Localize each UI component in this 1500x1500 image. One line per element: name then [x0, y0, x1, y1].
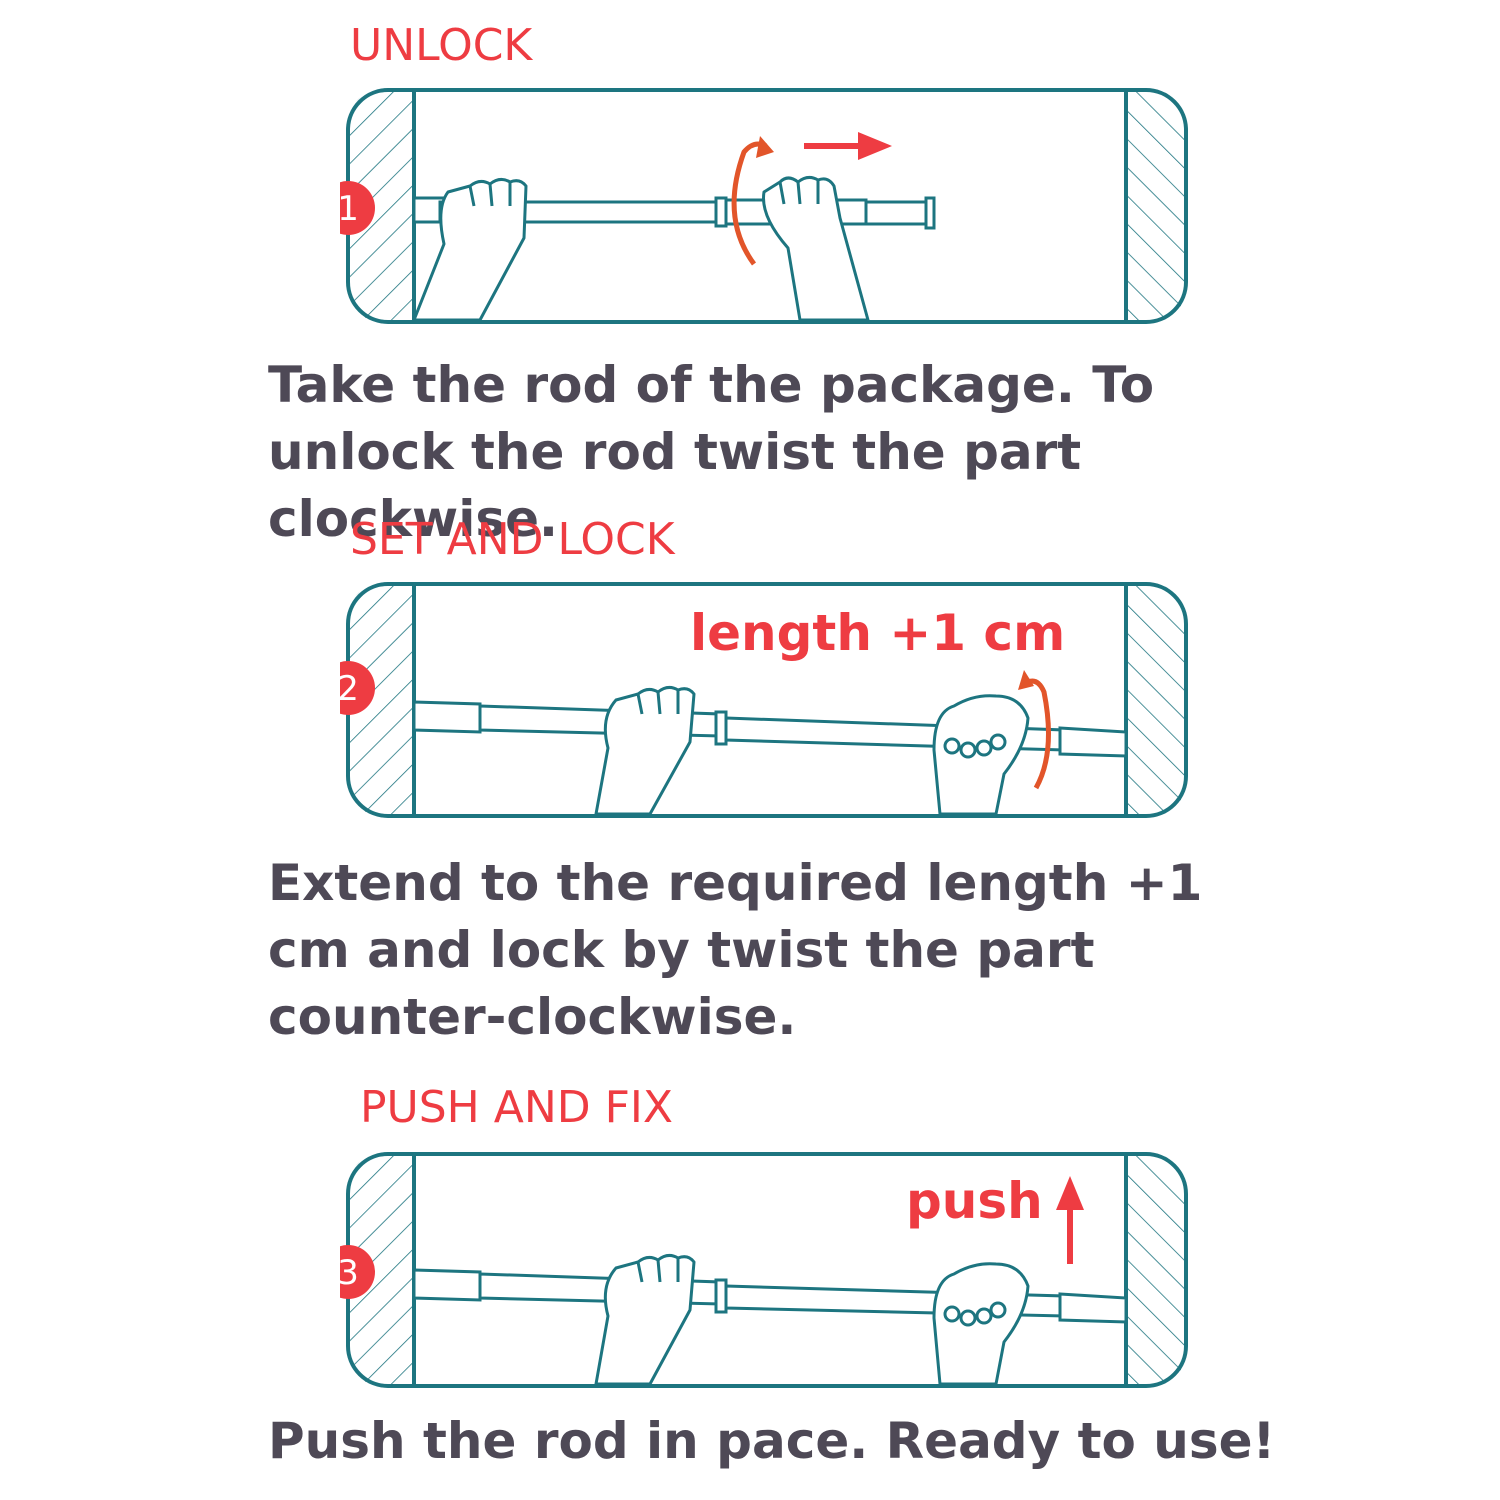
step-1-instructions: Take the rod of the package. To unlock t…	[268, 356, 1155, 548]
wall-icon	[1124, 90, 1186, 322]
step-badge: 1	[340, 181, 375, 235]
wall-icon	[1124, 584, 1186, 816]
wall-icon	[348, 584, 416, 816]
hand-icon	[594, 1253, 696, 1386]
step-3-heading: PUSH AND FIX	[360, 1082, 674, 1133]
wall-icon	[1124, 1154, 1186, 1386]
step-badge: 3	[340, 1245, 375, 1299]
svg-text:3: 3	[340, 1253, 359, 1293]
step-3-illustration: push 3	[340, 1152, 1196, 1392]
arrow-up-icon	[1056, 1176, 1084, 1264]
hand-icon	[594, 685, 696, 816]
step-badge: 2	[340, 661, 375, 715]
arrow-right-icon	[804, 132, 892, 160]
svg-text:2: 2	[340, 669, 359, 709]
hand-icon	[412, 177, 528, 322]
svg-text:1: 1	[340, 189, 359, 229]
hand-icon	[932, 1262, 1030, 1386]
step-3-instructions: Push the rod in pace. Ready to use!	[268, 1412, 1276, 1470]
step-3-callout: push	[906, 1172, 1043, 1230]
hand-icon	[762, 175, 870, 322]
step-1-illustration: 1	[340, 88, 1196, 328]
rotate-clockwise-icon	[731, 136, 774, 266]
step-2-callout: length +1 cm	[690, 604, 1065, 662]
step-1-heading: UNLOCK	[350, 20, 533, 71]
step-2-instructions: Extend to the required length +1 cm and …	[268, 854, 1203, 1046]
rotate-counterclockwise-icon	[1018, 670, 1051, 790]
step-2-heading: SET AND LOCK	[350, 514, 675, 565]
hand-icon	[932, 694, 1030, 816]
step-2-illustration: length +1 cm 2	[340, 582, 1196, 822]
